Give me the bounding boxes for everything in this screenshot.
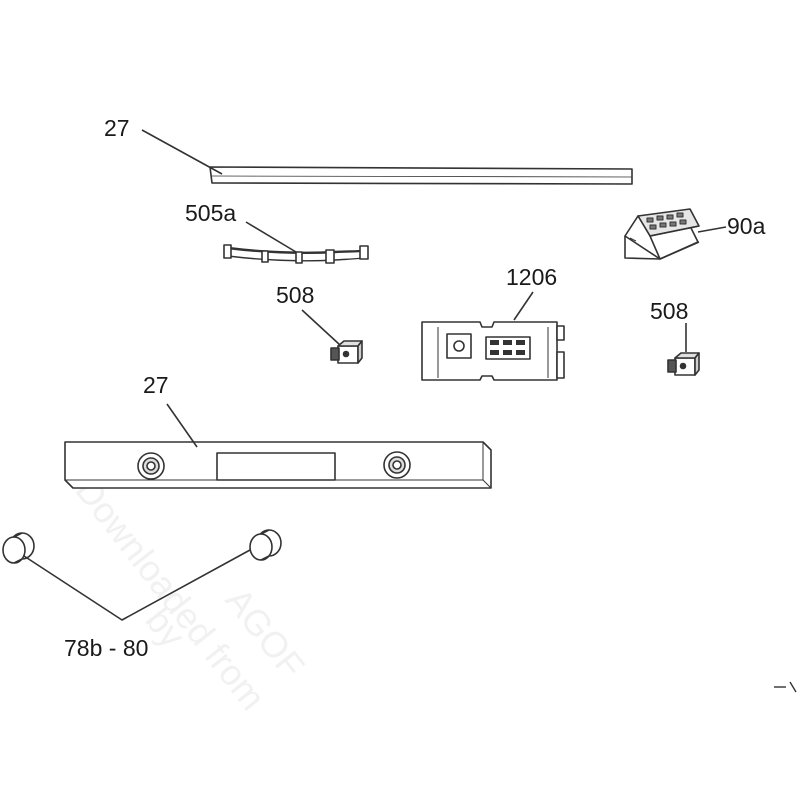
leader-27-top [141, 129, 223, 175]
part-505a-wire-harness [223, 221, 369, 264]
label-27-bottom: 27 [143, 372, 169, 398]
leader-78b-80 [23, 549, 251, 621]
part-27-bottom-panel [64, 403, 492, 489]
part-508-left-switch [301, 309, 363, 364]
part-1206-control-board [421, 291, 565, 381]
leader-90a [697, 226, 727, 233]
label-1206: 1206 [506, 264, 558, 290]
part-27-top-strip [141, 129, 633, 185]
part-90a-module [624, 208, 727, 260]
page-edge-fragment [774, 681, 797, 693]
leader-505a [245, 221, 297, 253]
lamp-left [2, 532, 35, 564]
part-78b-80-lamps [2, 529, 282, 621]
leader-508-left [301, 309, 341, 346]
label-508-left: 508 [276, 282, 315, 308]
label-27-top: 27 [104, 115, 130, 141]
label-90a: 90a [727, 213, 766, 239]
label-78b-80: 78b - 80 [64, 635, 149, 661]
label-505a: 505a [185, 200, 237, 226]
lamp-right [249, 529, 282, 561]
leader-27-bottom [166, 403, 198, 448]
knob-right [383, 451, 411, 479]
leader-1206 [513, 291, 534, 321]
knob-left [137, 452, 165, 480]
part-508-right-switch [667, 323, 700, 376]
label-508-right: 508 [650, 298, 689, 324]
